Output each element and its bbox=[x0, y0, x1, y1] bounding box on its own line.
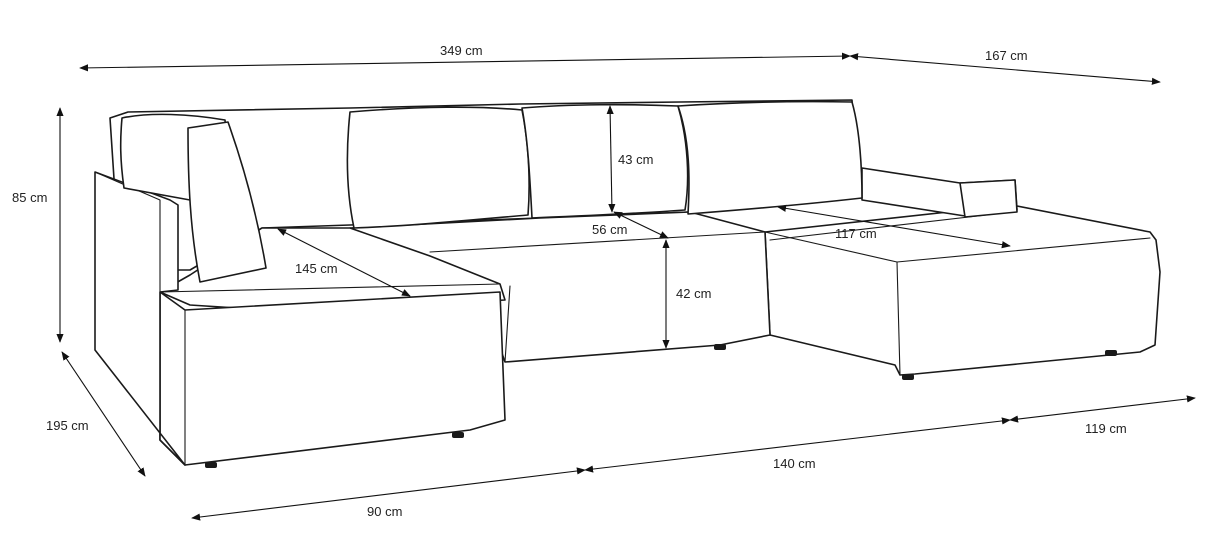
label-left-width: 90 cm bbox=[367, 504, 402, 519]
left-chaise-front bbox=[159, 291, 506, 466]
foot bbox=[902, 374, 914, 380]
dim-line-left-width bbox=[191, 467, 586, 521]
dim-line-left-depth bbox=[61, 351, 146, 477]
back-cushion-3 bbox=[521, 103, 689, 219]
foot bbox=[714, 344, 726, 350]
label-left-chaise: 145 cm bbox=[295, 261, 338, 276]
dim-line-left-chaise bbox=[277, 228, 411, 297]
dim-line-right-depth bbox=[849, 53, 1161, 85]
label-right-depth: 167 cm bbox=[985, 48, 1028, 63]
foot bbox=[452, 432, 464, 438]
label-seat-depth: 56 cm bbox=[592, 222, 627, 237]
dim-line-seat-depth bbox=[613, 211, 669, 239]
dim-line-middle-width bbox=[584, 417, 1011, 473]
dim-line-right-chaise bbox=[777, 204, 1011, 249]
label-right-width: 119 cm bbox=[1085, 421, 1127, 436]
back-cushion-2 bbox=[346, 106, 530, 229]
label-middle-width: 140 cm bbox=[773, 456, 816, 471]
label-total-width: 349 cm bbox=[440, 43, 483, 58]
side-cushion-left bbox=[187, 121, 267, 283]
dim-line-total-width bbox=[79, 52, 851, 72]
dimension-lines bbox=[56, 52, 1196, 521]
back-cushion-4 bbox=[677, 100, 863, 215]
label-height: 85 cm bbox=[12, 190, 47, 205]
label-right-chaise: 117 cm bbox=[835, 226, 877, 241]
right-chaise bbox=[764, 204, 1161, 376]
foot bbox=[205, 462, 217, 468]
label-seat-height: 42 cm bbox=[676, 286, 711, 301]
dim-line-backrest-height bbox=[606, 105, 616, 213]
dim-line-right-width bbox=[1009, 395, 1196, 423]
label-left-depth: 195 cm bbox=[46, 418, 89, 433]
label-backrest-height: 43 cm bbox=[618, 152, 653, 167]
foot bbox=[1105, 350, 1117, 356]
dimension-labels: 349 cm 167 cm 85 cm 195 cm 43 cm 56 cm 1… bbox=[12, 43, 1127, 519]
